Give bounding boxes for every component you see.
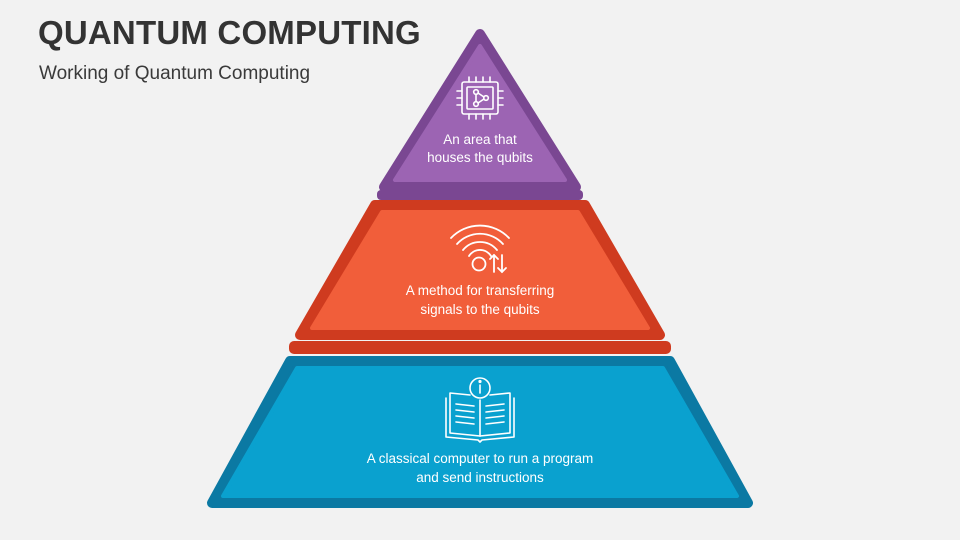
open-book-info-icon — [445, 377, 515, 443]
tier-top-fill — [393, 44, 567, 182]
page-subtitle: Working of Quantum Computing — [39, 63, 311, 84]
wifi-signal-transfer-icon — [450, 224, 510, 274]
quantum-chip-icon — [456, 76, 504, 120]
tier-middle-line-1: A method for transferring — [406, 283, 555, 298]
tier-top: An area that houses the qubits — [379, 29, 581, 192]
separator-bar-bottom — [289, 341, 671, 354]
page-title: QUANTUM COMPUTING — [38, 14, 421, 51]
tier-middle: A method for transferring signals to the… — [295, 200, 665, 340]
tier-bottom: A classical computer to run a program an… — [207, 356, 753, 508]
tier-bottom-line-1: A classical computer to run a program — [367, 451, 594, 466]
tier-top-line-1: An area that — [443, 132, 517, 147]
tier-bottom-line-2: and send instructions — [416, 470, 544, 485]
separator-bar-top — [377, 190, 583, 200]
tier-top-line-2: houses the qubits — [427, 150, 533, 165]
tier-middle-line-2: signals to the qubits — [420, 302, 540, 317]
